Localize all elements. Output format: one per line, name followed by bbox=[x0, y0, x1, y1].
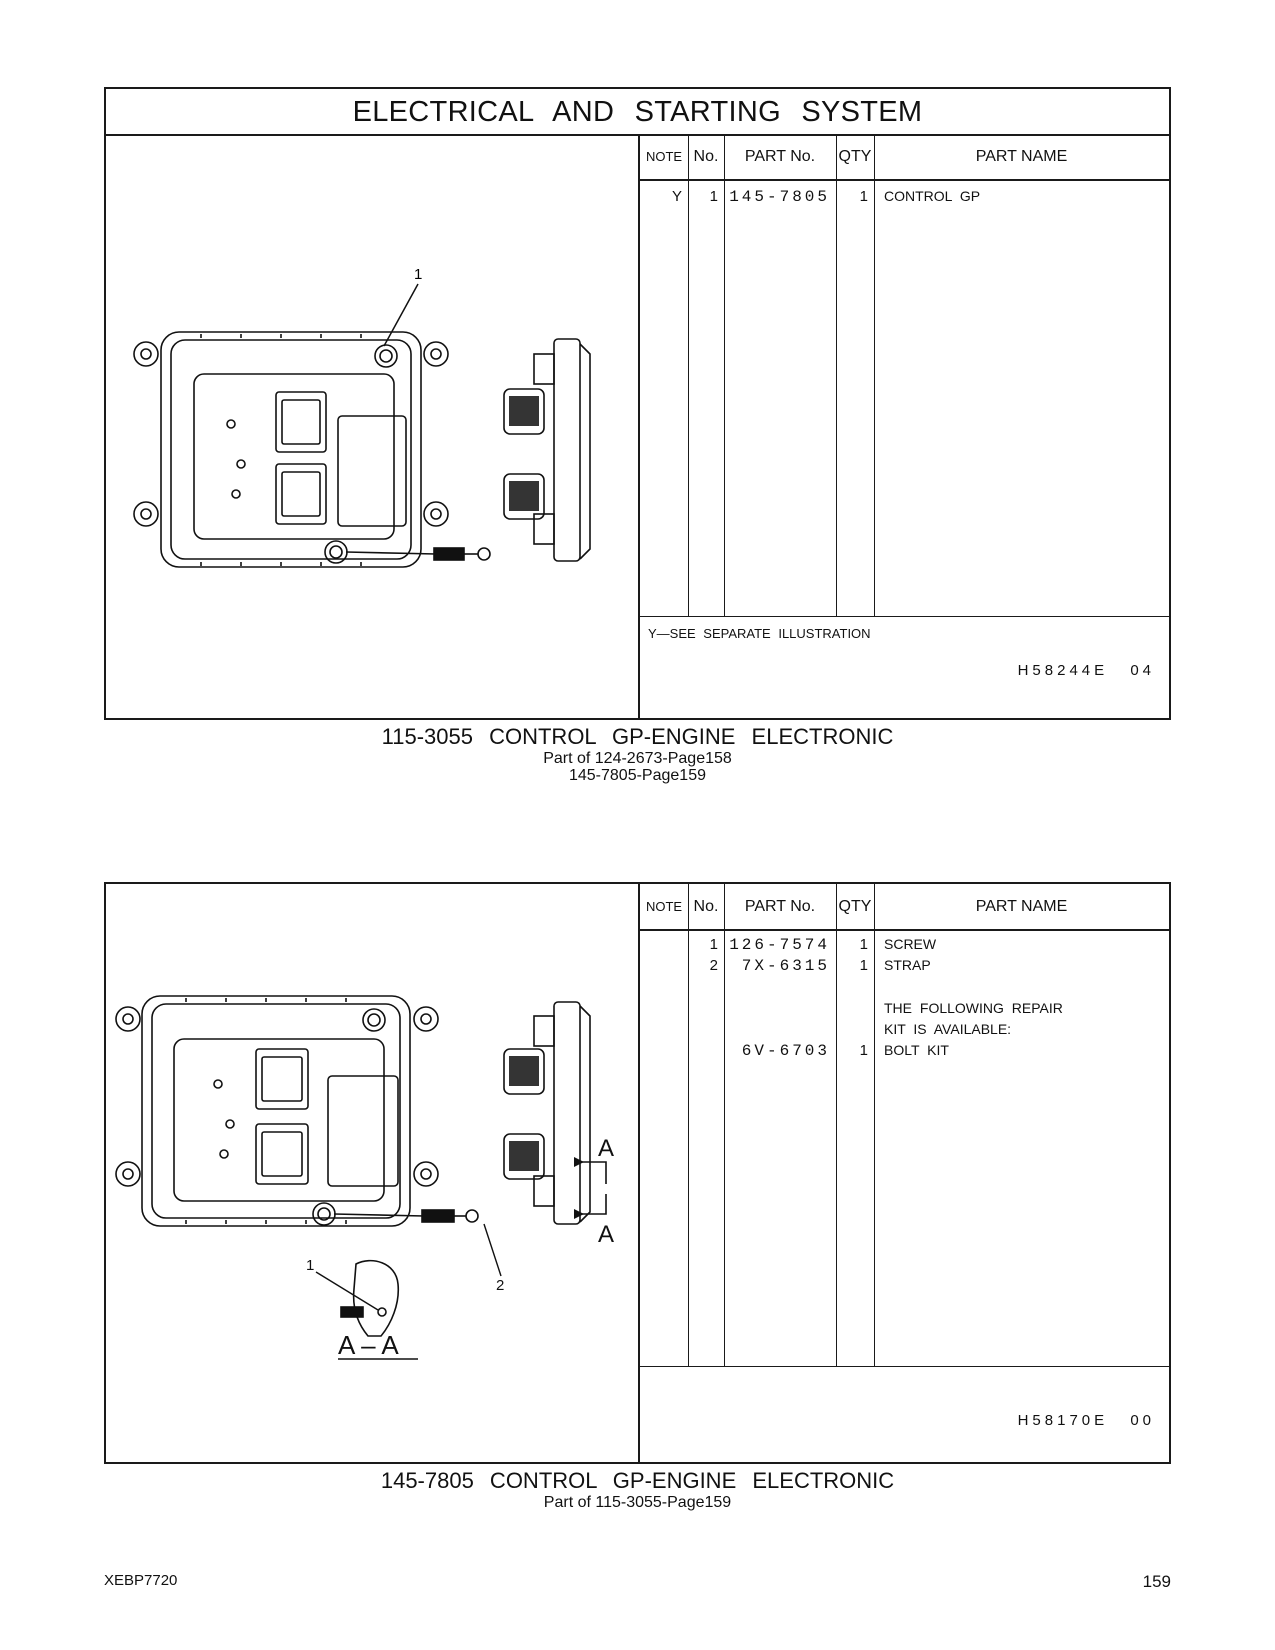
ecm-drawing-1: 1 bbox=[133, 266, 591, 568]
illustration-1: 1 bbox=[106, 134, 638, 718]
kit-part-name: BOLT KIT bbox=[884, 1042, 949, 1058]
parts-block-2: A A 1 2 A – A NOTE No. PART No. QTY PART… bbox=[104, 882, 1171, 1464]
caption-sub: Part of 124-2673-Page158 bbox=[543, 750, 732, 767]
row-part-name: CONTROL GP bbox=[884, 188, 981, 204]
row-qty: 1 bbox=[859, 936, 868, 953]
header-note: NOTE bbox=[645, 899, 683, 914]
caption-sub: 145-7805-Page159 bbox=[568, 767, 706, 784]
header-note: NOTE bbox=[645, 149, 683, 164]
repair-note-line-2: KIT IS AVAILABLE: bbox=[884, 1021, 1012, 1037]
illustration-2: A A 1 2 A – A bbox=[106, 884, 638, 1462]
footnote: Y—SEE SEPARATE ILLUSTRATION bbox=[648, 626, 871, 641]
parts-table-2: NOTE No. PART No. QTY PART NAME 1 126-75… bbox=[638, 884, 1169, 1462]
row-no: 2 bbox=[709, 957, 718, 974]
row-no: 1 bbox=[709, 936, 718, 953]
row-part-no: 7X-6315 bbox=[741, 957, 830, 975]
table-header-2: NOTE No. PART No. QTY PART NAME bbox=[640, 884, 1169, 931]
page-number: 159 bbox=[1142, 1572, 1171, 1591]
header-part-no: PART No. bbox=[744, 898, 816, 915]
table-header-1: NOTE No. PART No. QTY PART NAME bbox=[640, 134, 1169, 181]
caption-main: 145-7805 CONTROL GP-ENGINE ELECTRONIC bbox=[380, 1468, 895, 1493]
caption-1: 115-3055 CONTROL GP-ENGINE ELECTRONIC Pa… bbox=[104, 724, 1171, 784]
section-title: ELECTRICAL AND STARTING SYSTEM bbox=[106, 89, 1169, 136]
header-part-name: PART NAME bbox=[975, 898, 1068, 915]
section-letter-top: A bbox=[598, 1135, 614, 1162]
row-note: Y bbox=[671, 188, 682, 205]
row-part-name: SCREW bbox=[884, 936, 937, 952]
caption-main: 115-3055 CONTROL GP-ENGINE ELECTRONIC bbox=[381, 724, 894, 749]
repair-note-line-1: THE FOLLOWING REPAIR bbox=[884, 1000, 1063, 1016]
header-no: No. bbox=[693, 898, 719, 915]
code-value: H58244E bbox=[1017, 662, 1109, 679]
caption-2: 145-7805 CONTROL GP-ENGINE ELECTRONIC Pa… bbox=[104, 1468, 1171, 1511]
row-part-name: STRAP bbox=[884, 957, 931, 973]
callout-1: 1 bbox=[306, 1257, 314, 1274]
header-qty: QTY bbox=[838, 148, 872, 165]
row-part-no: 126-7574 bbox=[729, 936, 830, 954]
code-value: H58170E bbox=[1017, 1412, 1109, 1429]
row-part-no: 145-7805 bbox=[729, 188, 830, 206]
caption-sub: Part of 115-3055-Page159 bbox=[543, 1494, 732, 1511]
ecm-drawing-2: A A 1 2 A – A bbox=[115, 995, 614, 1360]
row-qty: 1 bbox=[859, 957, 868, 974]
illustration-code-2: H58170E 00 bbox=[1018, 1412, 1155, 1429]
parts-block-1: ELECTRICAL AND STARTING SYSTEM bbox=[104, 87, 1171, 720]
header-part-no: PART No. bbox=[744, 148, 816, 165]
callout-2: 2 bbox=[496, 1277, 504, 1294]
code-suffix: 00 bbox=[1130, 1412, 1155, 1429]
section-letter-bottom: A bbox=[598, 1221, 614, 1248]
section-view-label: A – A bbox=[338, 1330, 399, 1360]
header-no: No. bbox=[693, 148, 719, 165]
illustration-code-1: H58244E 04 bbox=[1018, 662, 1155, 679]
row-qty: 1 bbox=[859, 188, 868, 205]
parts-table-1: NOTE No. PART No. QTY PART NAME Y 1 145-… bbox=[638, 134, 1169, 718]
callout-1: 1 bbox=[414, 266, 422, 283]
header-qty: QTY bbox=[838, 898, 872, 915]
document-id: XEBP7720 bbox=[104, 1572, 178, 1589]
row-no: 1 bbox=[709, 188, 718, 205]
kit-qty: 1 bbox=[859, 1042, 868, 1059]
code-suffix: 04 bbox=[1130, 662, 1155, 679]
kit-part-no: 6V-6703 bbox=[741, 1042, 830, 1060]
header-part-name: PART NAME bbox=[975, 148, 1068, 165]
